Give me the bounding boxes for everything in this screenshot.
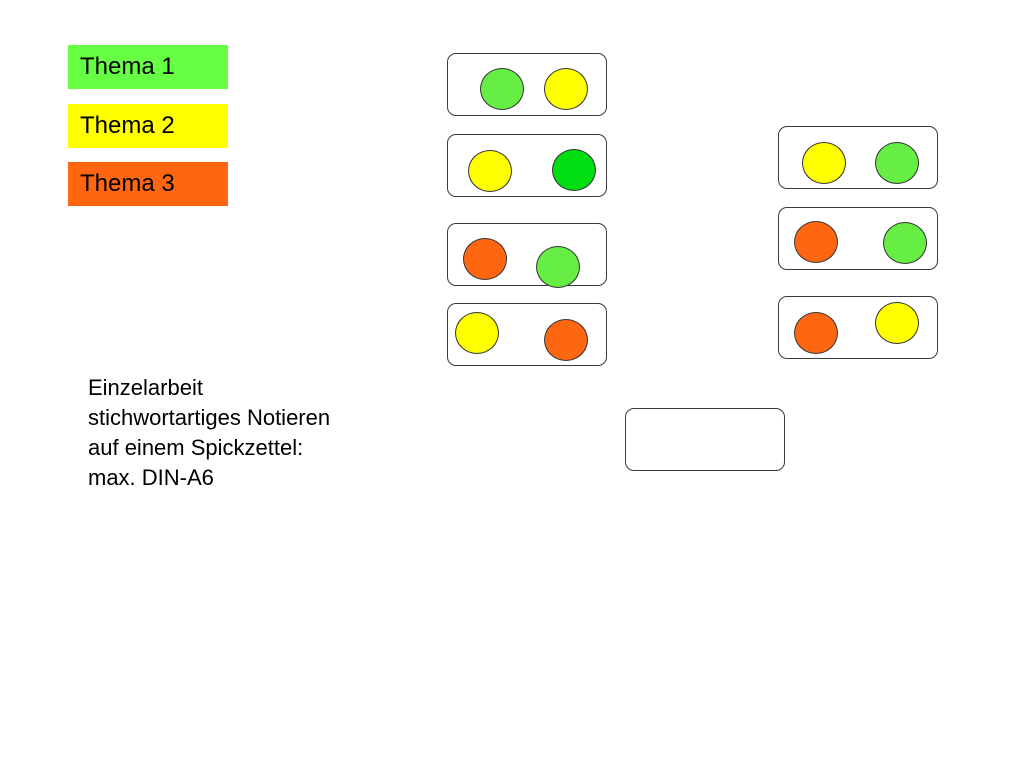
pair-dot-right	[552, 149, 596, 191]
pair-card	[447, 53, 607, 116]
pair-dot-left	[468, 150, 512, 192]
instructions-line: Einzelarbeit	[88, 375, 203, 400]
instructions-text: Einzelarbeit stichwortartiges Notieren a…	[88, 373, 408, 493]
pair-dot-right	[544, 319, 588, 361]
instructions-line: max. DIN-A6	[88, 465, 214, 490]
pair-dot-right	[544, 68, 588, 110]
legend-thema-2: Thema 2	[68, 104, 228, 148]
pair-dot-right	[883, 222, 927, 264]
pair-dot-left	[794, 221, 838, 263]
pair-card	[778, 126, 938, 189]
legend-thema-1: Thema 1	[68, 45, 228, 89]
pair-card	[447, 303, 607, 366]
pair-dot-right	[875, 302, 919, 344]
pair-dot-left	[455, 312, 499, 354]
instructions-line: auf einem Spickzettel:	[88, 435, 304, 460]
instructions-line: stichwortartiges Notieren	[88, 405, 331, 430]
pair-dot-left	[802, 142, 846, 184]
pair-dot-left	[794, 312, 838, 354]
pair-card	[447, 223, 607, 288]
pair-card	[778, 207, 938, 270]
pair-dot-right	[875, 142, 919, 184]
pair-dot-right	[536, 246, 580, 288]
empty-card	[625, 408, 785, 471]
pair-card	[778, 296, 938, 359]
legend-thema-3: Thema 3	[68, 162, 228, 206]
pair-dot-left	[480, 68, 524, 110]
pair-dot-left	[463, 238, 507, 280]
pair-card	[447, 134, 607, 197]
